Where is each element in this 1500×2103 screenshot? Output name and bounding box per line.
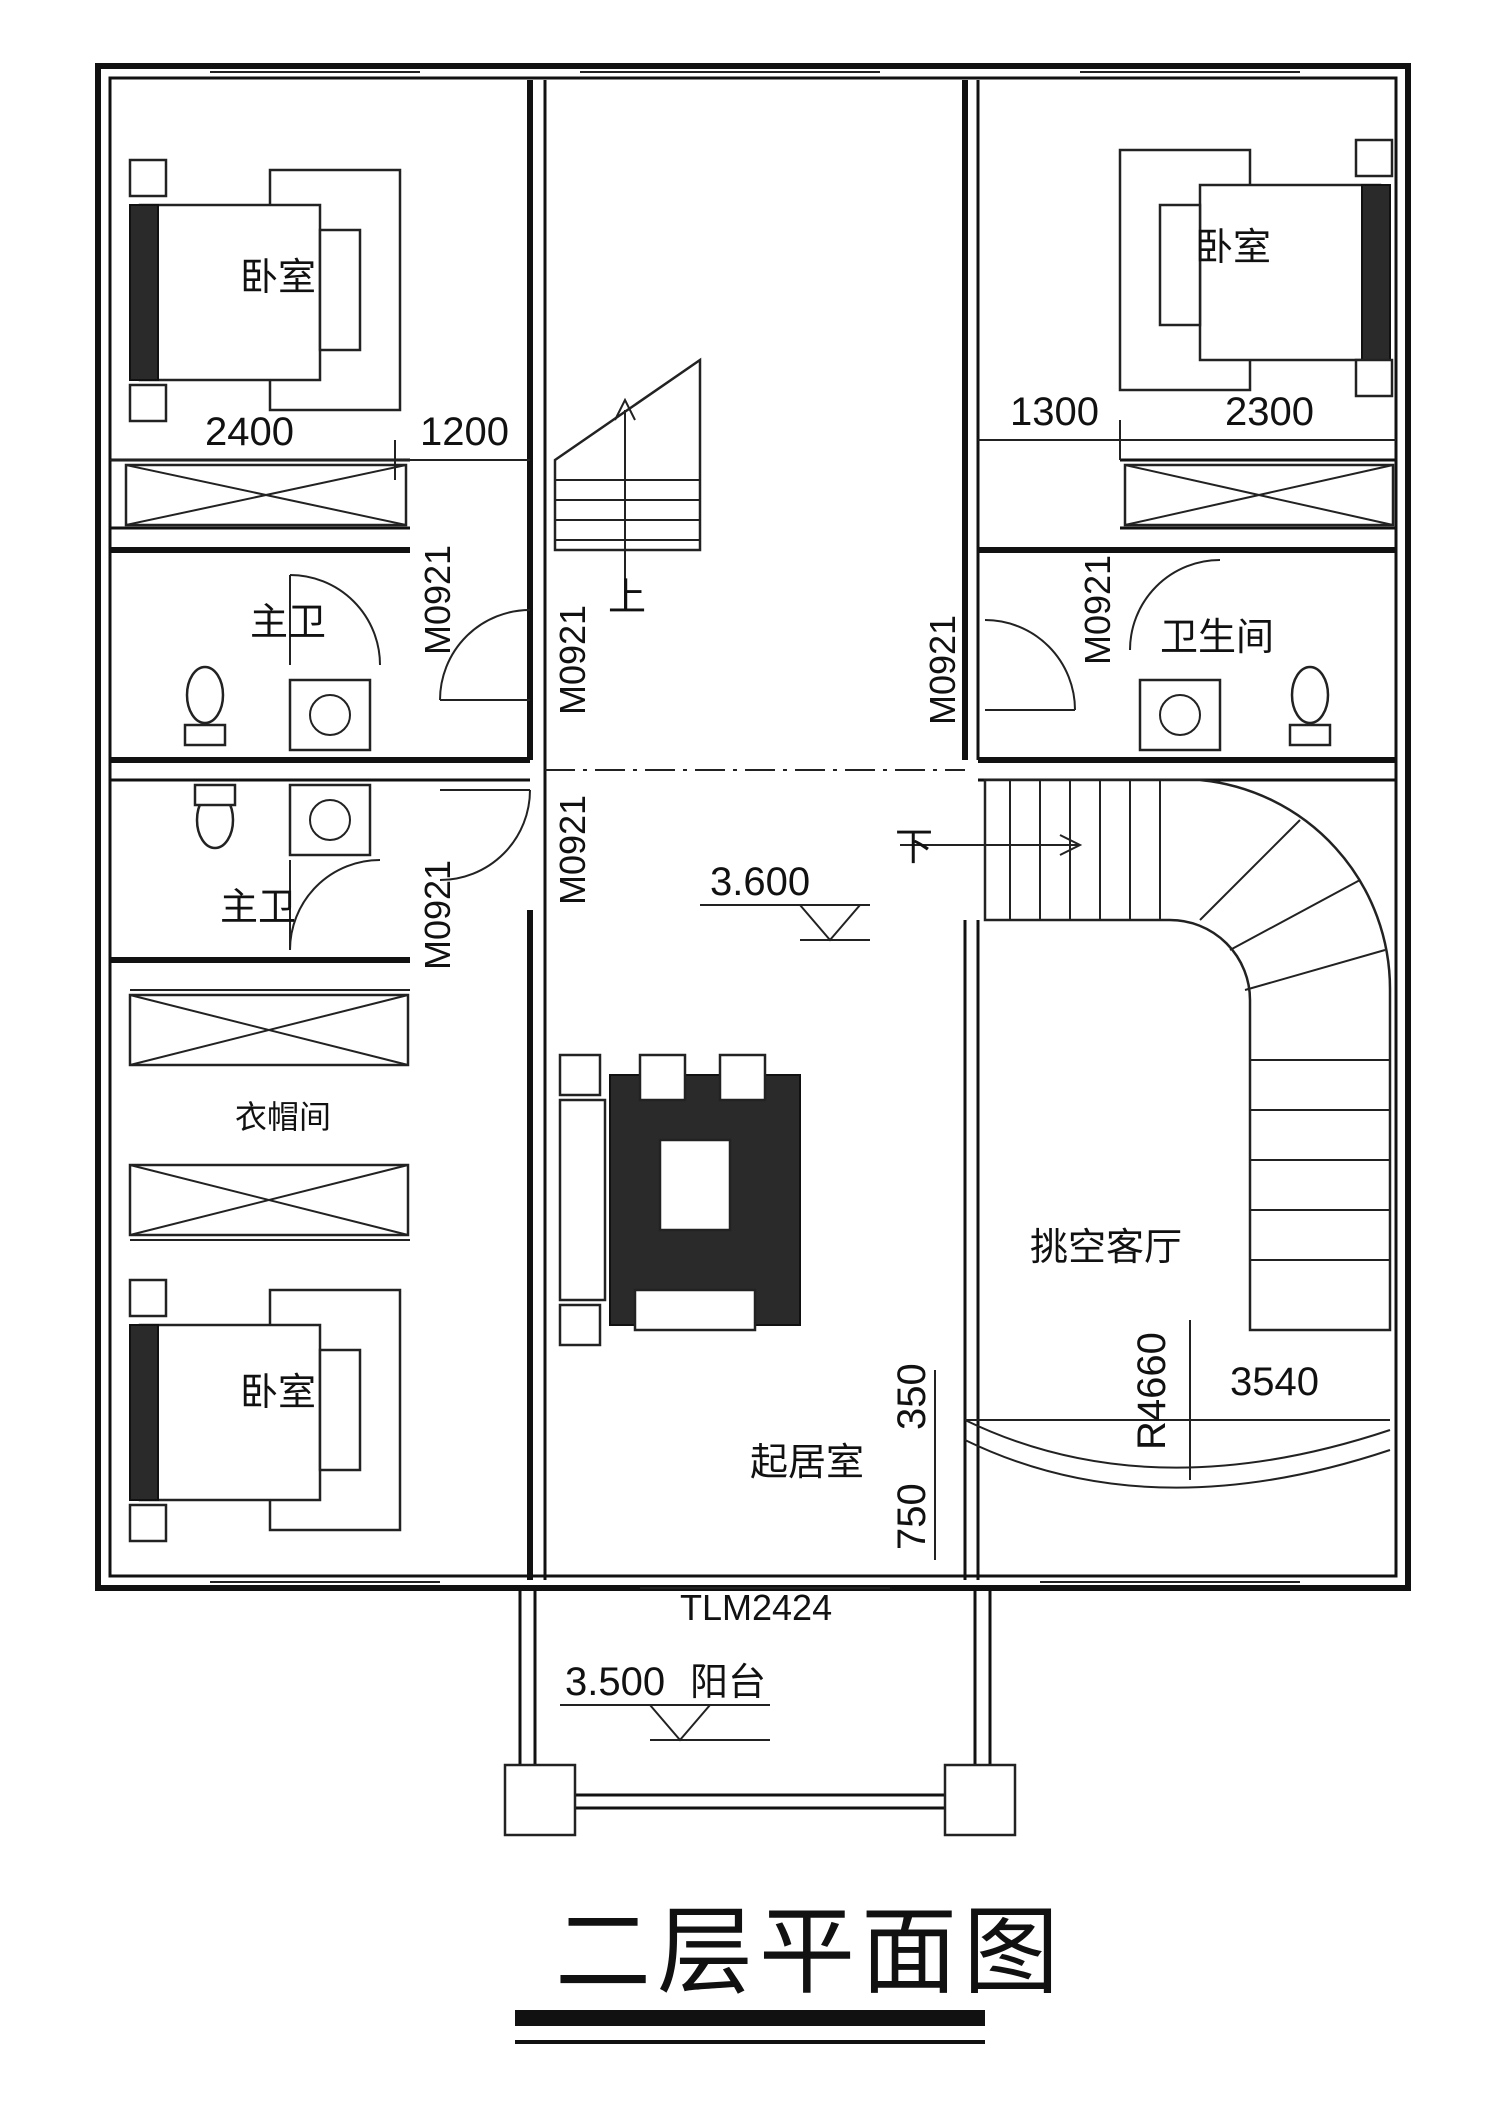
room-label-balcony: 阳台 (690, 1660, 766, 1704)
title-underline-thick (515, 2010, 985, 2026)
room-label-double-height-living: 挑空客厅 (1030, 1225, 1182, 1269)
room-label-master-bath-lower: 主卫 (220, 885, 296, 929)
stair-label-up: 上 (608, 575, 646, 619)
door-label-sliding: TLM2424 (680, 1587, 832, 1628)
level-markers (560, 904, 870, 1742)
door-label-1: M0921 (417, 545, 458, 655)
room-label-bedroom-ne: 卧室 (1195, 225, 1271, 269)
bed-ne (1118, 138, 1394, 398)
dim-nw-closet: 1200 (420, 410, 509, 454)
door-swings (289, 559, 1221, 951)
stair-straight (553, 357, 702, 610)
dim-ne-closet: 1300 (1010, 390, 1099, 434)
door-label-5: M0921 (552, 795, 593, 905)
room-label-bedroom-nw: 卧室 (240, 255, 316, 299)
room-label-family-room: 起居室 (750, 1440, 864, 1484)
bed-sw (128, 1278, 402, 1543)
room-label-bathroom-east: 卫生间 (1160, 615, 1274, 659)
dim-radius: R4660 (1130, 1332, 1174, 1450)
balcony (503, 1587, 1017, 1837)
wardrobes (124, 463, 1395, 1237)
door-label-2: M0921 (552, 605, 593, 715)
dim-lower-offset: 750 (890, 1483, 934, 1550)
stair-curved (900, 778, 1392, 1332)
bath-fixtures (183, 665, 1332, 857)
level-label-balcony: 3.500 (565, 1660, 665, 1704)
void-edge (964, 1320, 1391, 1489)
dim-span: 3540 (1230, 1360, 1319, 1404)
room-label-master-bath-upper: 主卫 (250, 600, 326, 644)
dim-upper-offset: 350 (890, 1363, 934, 1430)
room-label-bedroom-sw: 卧室 (240, 1370, 316, 1414)
stair-label-down: 下 (895, 825, 933, 869)
door-label-3: M0921 (922, 615, 963, 725)
door-label-6: M0921 (417, 860, 458, 970)
level-label-floor: 3.600 (710, 860, 810, 904)
drawing-title: 二层平面图 (555, 1896, 1065, 2008)
dim-ne-width: 2300 (1225, 390, 1314, 434)
door-label-4: M0921 (1077, 555, 1118, 665)
bed-nw (128, 158, 402, 423)
dim-nw-width: 2400 (205, 410, 294, 454)
room-label-walk-in-closet: 衣帽间 (235, 1098, 331, 1136)
sofa-set (558, 1053, 801, 1347)
dimension-lines (110, 420, 1396, 1560)
title-underline-thin (515, 2040, 985, 2044)
